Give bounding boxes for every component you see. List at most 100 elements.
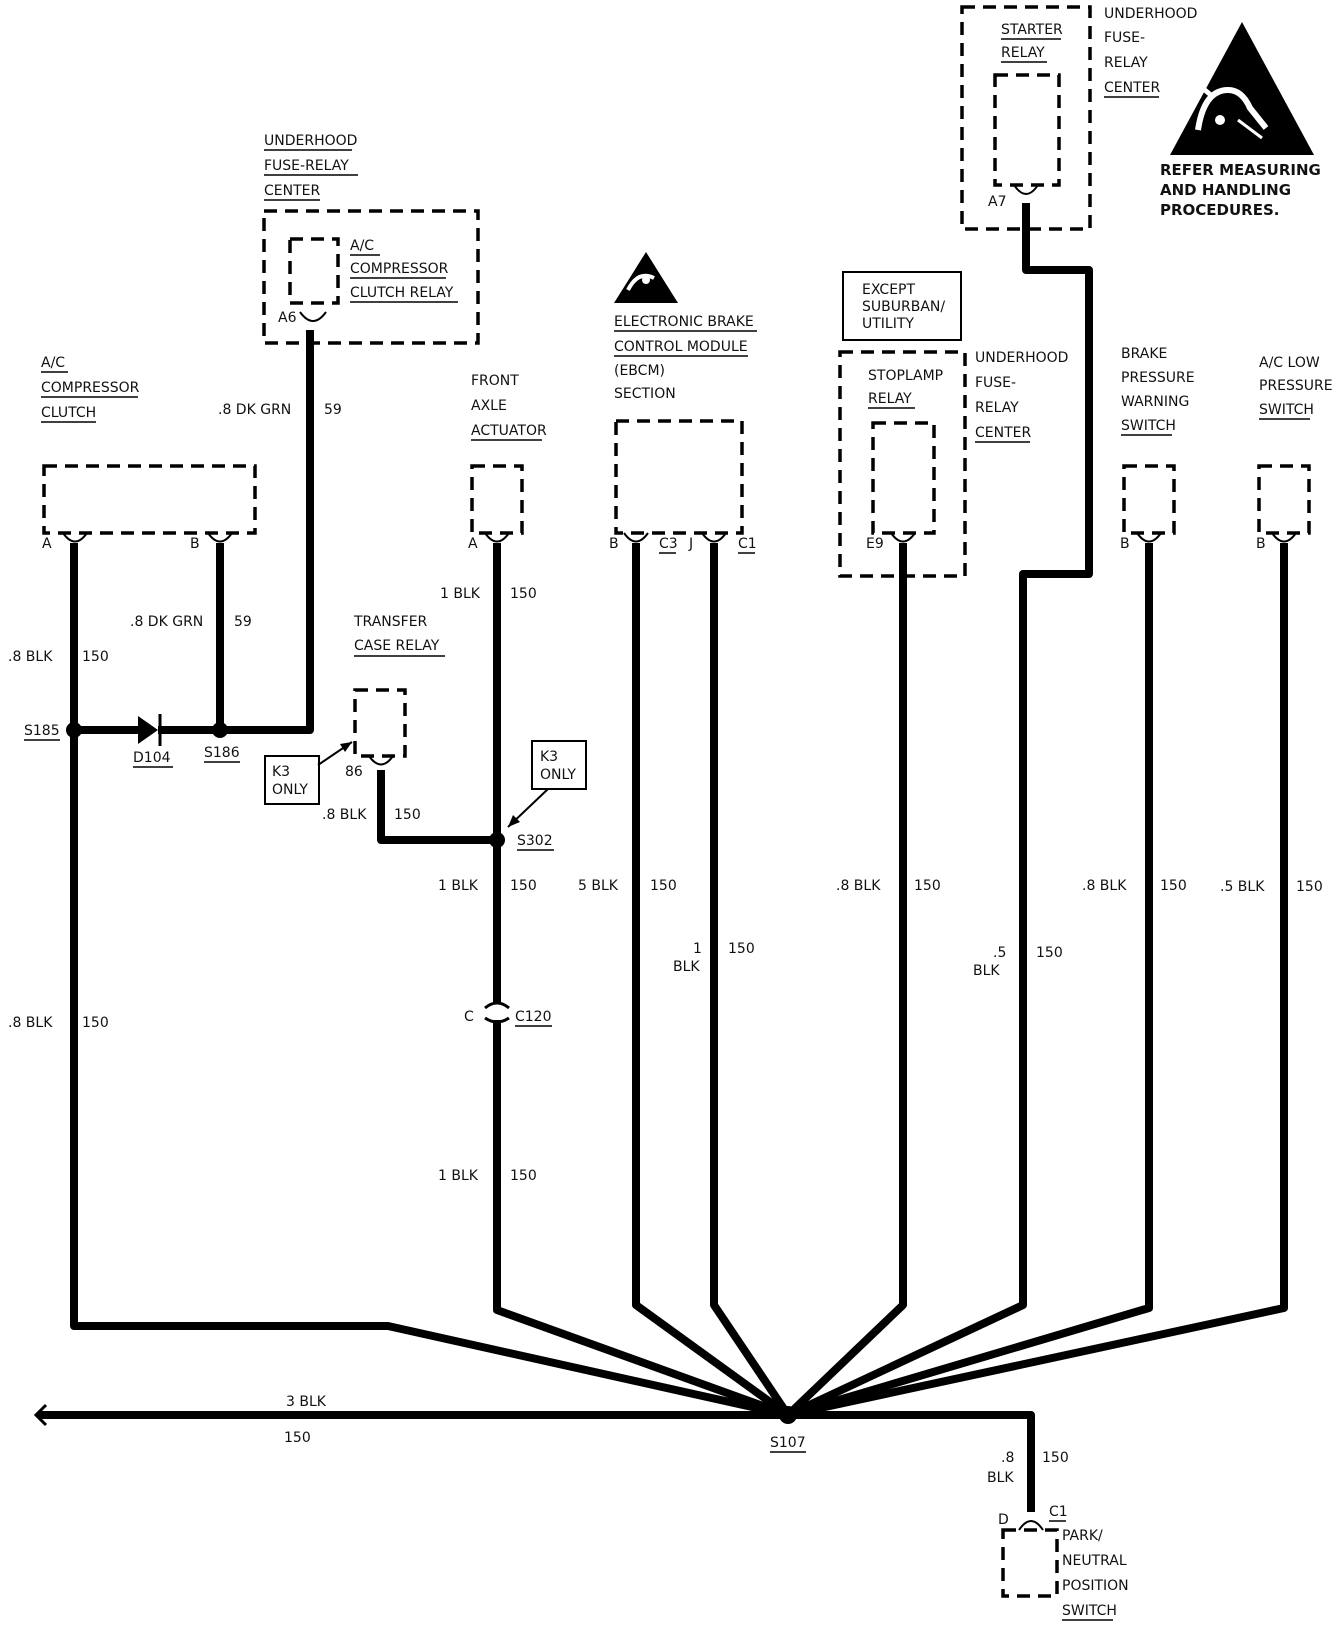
esd-warning-icon-ebcm bbox=[614, 252, 678, 303]
ac-clutch-line2: COMPRESSOR bbox=[41, 380, 140, 396]
w-ebcm-b-circuit: 150 bbox=[650, 878, 677, 894]
brake-pressure-line4: SWITCH bbox=[1121, 418, 1176, 434]
k3-left-line2: ONLY bbox=[272, 782, 308, 798]
transfer-case-terminal bbox=[368, 755, 394, 766]
ac-clutch-pin-b: B bbox=[190, 536, 200, 552]
wire-tc86-to-s302 bbox=[377, 770, 497, 844]
ac-low-pin: B bbox=[1256, 536, 1266, 552]
ground-arrow-left bbox=[33, 1403, 48, 1427]
w-axle-top-circuit: 150 bbox=[510, 586, 537, 602]
ac-low-line3: SWITCH bbox=[1259, 402, 1314, 418]
ac-clutch-relay-pin: A6 bbox=[278, 310, 297, 326]
stoplamp-line1: STOPLAMP bbox=[868, 368, 943, 384]
ufrc-left-heading-line2: FUSE-RELAY bbox=[264, 158, 349, 174]
wire-ac-low-to-s107 bbox=[787, 543, 1288, 1419]
w-pnp-circuit: 150 bbox=[1042, 1450, 1069, 1466]
ufrc-right-line2: FUSE- bbox=[1104, 30, 1145, 46]
k3-left-line1: K3 bbox=[272, 764, 290, 780]
w-ac-low-size: .5 BLK bbox=[1220, 879, 1265, 895]
transfer-case-line2: CASE RELAY bbox=[354, 638, 440, 654]
ac-clutch-line3: CLUTCH bbox=[41, 405, 96, 421]
ufrc-right-line3: RELAY bbox=[1104, 55, 1148, 71]
w-relay-a6-size: .8 DK GRN bbox=[218, 402, 291, 418]
k3-only-right-box bbox=[531, 740, 587, 790]
ufrc-left-box bbox=[262, 209, 480, 345]
starter-relay-box bbox=[993, 73, 1061, 187]
esd-warning-line2: AND HANDLING bbox=[1160, 181, 1291, 199]
ac-clutch-terminal-a bbox=[62, 532, 88, 543]
ebcm-line3: (EBCM) bbox=[614, 363, 665, 379]
splice-s185-label: S185 bbox=[24, 723, 60, 739]
ac-clutch-relay-box bbox=[288, 237, 340, 305]
splice-s107-label: S107 bbox=[770, 1435, 806, 1451]
splices bbox=[66, 722, 797, 1424]
w-pnp-size: .8 bbox=[1001, 1450, 1014, 1466]
labels: UNDERHOOD FUSE-RELAY CENTER A/C COMPRESS… bbox=[8, 6, 1333, 1621]
w-brake-pr-circuit: 150 bbox=[1160, 878, 1187, 894]
starter-line1: STARTER bbox=[1001, 22, 1063, 38]
ufrc-mid-line2: FUSE- bbox=[975, 375, 1016, 391]
wire-ebcm-b-to-s107 bbox=[632, 543, 791, 1419]
ufrc-mid-line4: CENTER bbox=[975, 425, 1031, 441]
stoplamp-line2: RELAY bbox=[868, 391, 912, 407]
ufrc-mid-line1: UNDERHOOD bbox=[975, 350, 1068, 366]
stoplamp-pin: E9 bbox=[866, 536, 884, 552]
wire-s185-to-s107 bbox=[70, 730, 789, 1419]
ufrc-right-line1: UNDERHOOD bbox=[1104, 6, 1197, 22]
wire-brake-pressure-to-s107 bbox=[786, 543, 1153, 1419]
w-tc86-circuit: 150 bbox=[394, 807, 421, 823]
pnp-pin: D bbox=[998, 1512, 1009, 1528]
brake-pressure-pin: B bbox=[1120, 536, 1130, 552]
ebcm-terminal-b bbox=[623, 532, 649, 543]
c120-pin: C bbox=[464, 1009, 474, 1025]
pnp-line4: SWITCH bbox=[1062, 1603, 1117, 1619]
ac-low-line1: A/C LOW bbox=[1259, 355, 1320, 371]
wire-c120-to-s107 bbox=[493, 1020, 790, 1419]
splice-s302-label: S302 bbox=[517, 833, 553, 849]
ufrc-right-box bbox=[960, 5, 1092, 231]
ebcm-line4: SECTION bbox=[614, 386, 676, 402]
ac-compressor-clutch-box bbox=[42, 464, 257, 535]
w-clutch-b-circuit: 59 bbox=[234, 614, 252, 630]
esd-warning-icon-large bbox=[1170, 22, 1314, 155]
pnp-conn: C1 bbox=[1049, 1504, 1068, 1520]
front-axle-line1: FRONT bbox=[471, 373, 519, 389]
connector-c120-icon bbox=[484, 1001, 510, 1024]
w-tc86-size: .8 BLK bbox=[322, 807, 367, 823]
brake-pressure-line3: WARNING bbox=[1121, 394, 1189, 410]
w-starter-color: BLK bbox=[973, 963, 1000, 979]
w-c120-down-size: 1 BLK bbox=[438, 1168, 479, 1184]
ufrc-left-heading-line3: CENTER bbox=[264, 183, 320, 199]
ufrc-right-line4: CENTER bbox=[1104, 80, 1160, 96]
w-s302-down-size: 1 BLK bbox=[438, 878, 479, 894]
esd-warning-line3: PROCEDURES. bbox=[1160, 201, 1279, 219]
w-c120-down-circuit: 150 bbox=[510, 1168, 537, 1184]
k3-right-line1: K3 bbox=[540, 749, 558, 765]
wire-relay-a6-to-s186 bbox=[220, 330, 314, 734]
wiring bbox=[38, 203, 1288, 1512]
w-clutch-a-circuit: 150 bbox=[82, 649, 109, 665]
ac-low-line2: PRESSURE bbox=[1259, 378, 1333, 394]
w-s185-down-size: .8 BLK bbox=[8, 1015, 53, 1031]
diode-d104-label: D104 bbox=[133, 750, 171, 766]
w-ebcm-j-color: BLK bbox=[673, 959, 700, 975]
w-brake-pr-size: .8 BLK bbox=[1082, 878, 1127, 894]
ebcm-conn-c3: C3 bbox=[659, 536, 678, 552]
brake-pressure-line2: PRESSURE bbox=[1121, 370, 1195, 386]
except-note-line1: EXCEPT bbox=[862, 282, 915, 298]
ebcm-pin-j: J bbox=[688, 536, 693, 552]
stoplamp-terminal bbox=[890, 532, 916, 543]
starter-pin: A7 bbox=[988, 194, 1006, 210]
w-stoplamp-size: .8 BLK bbox=[836, 878, 881, 894]
except-note-line2: SUBURBAN/ bbox=[862, 299, 945, 315]
ufrc-mid-box bbox=[838, 350, 967, 578]
wire-ebcm-j-to-s107 bbox=[710, 543, 792, 1418]
w-ground-size: 3 BLK bbox=[286, 1394, 327, 1410]
ebcm-terminal-j bbox=[701, 532, 727, 543]
ac-clutch-line1: A/C bbox=[41, 355, 65, 371]
diode-d104-icon bbox=[138, 714, 162, 746]
ufrc-left-heading-line1: UNDERHOOD bbox=[264, 133, 357, 149]
w-clutch-b-size: .8 DK GRN bbox=[130, 614, 203, 630]
ac-low-pressure-terminal bbox=[1271, 532, 1297, 543]
